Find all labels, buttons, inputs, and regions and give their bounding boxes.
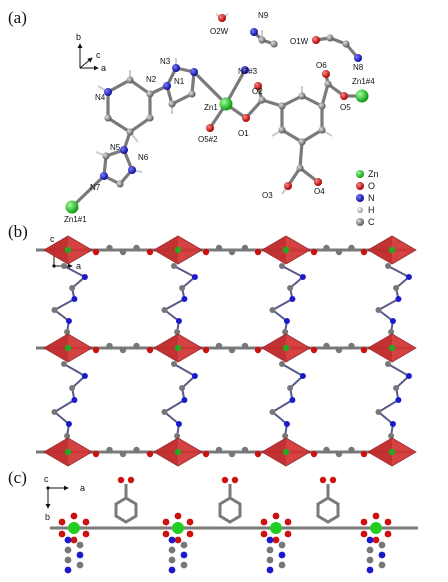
axes-c: c a b	[44, 474, 85, 522]
label-O2W: O2W	[210, 27, 229, 36]
axis-label-a-b: a	[76, 261, 81, 271]
label-O3: O3	[262, 191, 273, 200]
svg-text:C: C	[368, 217, 375, 227]
label-N6: N6	[138, 153, 149, 162]
label-O5-2: O5#2	[198, 135, 218, 144]
label-N5: N5	[110, 143, 121, 152]
svg-text:Zn: Zn	[368, 169, 379, 179]
label-N8: N8	[353, 63, 364, 72]
svg-text:N: N	[368, 193, 375, 203]
atoms-a	[65, 14, 369, 214]
panel-label-b: (b)	[8, 222, 28, 241]
svg-text:H: H	[368, 205, 375, 215]
label-O1W: O1W	[290, 37, 309, 46]
label-Zn1: Zn1	[204, 103, 218, 112]
atom-labels-a: N1 N2 N3 N4 N5 N6 N7 N7#3 N8 N9 O1 O2 O3…	[64, 11, 375, 224]
label-N1: N1	[174, 77, 185, 86]
framework-units	[50, 476, 418, 574]
label-N3: N3	[160, 57, 171, 66]
label-O2: O2	[252, 87, 263, 96]
label-N2: N2	[146, 75, 157, 84]
panel-c-framework: c a b	[44, 474, 418, 574]
axis-label-b-c: b	[45, 512, 50, 522]
axis-label-b: b	[76, 32, 81, 42]
label-N4: N4	[95, 93, 106, 102]
axis-label-c-c: c	[44, 474, 49, 484]
label-N9: N9	[258, 11, 269, 20]
axis-label-a: a	[101, 63, 106, 73]
label-O1: O1	[238, 129, 249, 138]
label-Zn1-4: Zn1#4	[352, 77, 375, 86]
axes-a: b c a	[76, 32, 106, 73]
axis-label-c: c	[96, 50, 101, 60]
axis-label-c-b: c	[50, 234, 55, 244]
axis-label-a-c: a	[80, 483, 85, 493]
label-O4: O4	[314, 187, 325, 196]
panel-b-framework: c a	[36, 234, 417, 467]
label-O5: O5	[340, 103, 351, 112]
label-N7-3: N7#3	[238, 67, 258, 76]
label-O6: O6	[316, 61, 327, 70]
svg-text:O: O	[368, 181, 375, 191]
panel-label-a: (a)	[8, 8, 27, 27]
panel-a-structure: b c a	[64, 11, 379, 227]
framework-layers	[36, 235, 417, 467]
element-legend: Zn O N H C	[356, 169, 379, 227]
panel-label-c: (c)	[8, 468, 27, 487]
label-Zn1-1: Zn1#1	[64, 215, 87, 224]
label-N7: N7	[90, 183, 101, 192]
